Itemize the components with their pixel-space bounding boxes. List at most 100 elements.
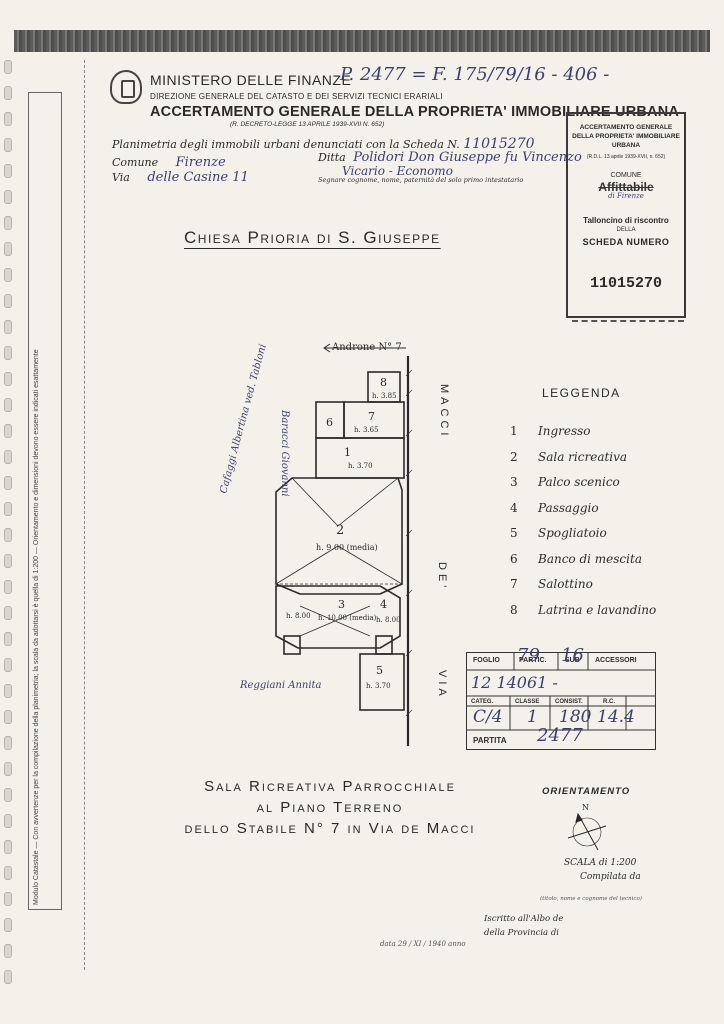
via-value: delle Casine 11 <box>147 170 249 185</box>
room-8-height: h. 3.85 <box>372 392 397 400</box>
stamp-categ-value: C/4 <box>473 707 503 727</box>
planimetria-label: Planimetria degli immobili urbani denunc… <box>112 138 460 151</box>
room-1-num: 1 <box>344 446 351 459</box>
via-label: Via <box>112 171 130 184</box>
planimetria-line: Planimetria degli immobili urbani denunc… <box>112 136 535 152</box>
stamp-rc-label: R.C. <box>603 699 615 705</box>
margin-line <box>84 60 85 970</box>
room-4-num: 4 <box>380 598 387 611</box>
room-7-height: h. 3.65 <box>354 426 379 434</box>
floor-plan-drawing: Androne N° 7 MACCI DE' VIA Baracci Giova… <box>220 342 450 746</box>
stamp-rc-value: 14.4 <box>597 707 635 727</box>
ticket-cut-line <box>572 320 684 322</box>
perforation-hole <box>4 320 12 334</box>
stamp-foglio-value: 79 <box>517 645 540 666</box>
perforation-hole <box>4 684 12 698</box>
room-2-height: h. 9.00 (media) <box>316 543 378 552</box>
room-7-num: 7 <box>368 410 375 423</box>
street-macci: MACCI <box>438 384 450 439</box>
perforation-hole <box>4 866 12 880</box>
side-instructions-strip: Modulo Catastale — Con avvertenze per la… <box>28 92 62 910</box>
handwritten-reference: P. 2477 = F. 175/79/16 - 406 - <box>340 64 610 85</box>
street-via: VIA <box>436 670 448 700</box>
north-label: N <box>582 803 589 812</box>
ticket-comune-label: COMUNE <box>610 172 642 179</box>
neighbor-top: Baracci Giovanni <box>279 409 290 497</box>
stamp-partita-value: 2477 <box>537 725 583 746</box>
decree-reference: (R. DECRETO-LEGGE 13 APRILE 1939-XVII N.… <box>230 121 385 128</box>
ticket-scheda-label: SCHEDA NUMERO <box>582 237 670 247</box>
document-title: ACCERTAMENTO GENERALE DELLA PROPRIETA' I… <box>150 104 680 120</box>
catasto-stamp: FOGLIO PARTIC. SUB ACCESSORI 79 16 12 14… <box>465 645 656 750</box>
perforation-hole <box>4 658 12 672</box>
room-3-height: h. 10.00 (media) <box>318 614 377 622</box>
room-3-num: 3 <box>338 598 345 611</box>
perforation-hole <box>4 164 12 178</box>
room-5-height: h. 3.70 <box>366 682 391 690</box>
stamp-foglio-label: FOGLIO <box>473 657 500 664</box>
room-2-num: 2 <box>336 523 344 538</box>
perforation-hole <box>4 632 12 646</box>
perforation-hole <box>4 762 12 776</box>
caption-line-3: dello Stabile N° 7 in Via de Macci <box>184 820 476 837</box>
albo-note: Iscritto all'Albo de della Provincia di <box>484 912 563 940</box>
ticket-decree: (R.D.L. 13 aprile 1939-XVII, n. 652) <box>586 154 666 160</box>
stamp-grid <box>465 651 656 730</box>
comune-value: Firenze <box>175 155 226 170</box>
stamp-partita-label: PARTITA <box>473 736 507 745</box>
comune-field: Comune Firenze <box>112 155 226 170</box>
right-wing-height: h. 8.00 <box>376 616 401 624</box>
caption-line-2: al Piano Terreno <box>256 799 404 816</box>
perforation-hole <box>4 970 12 984</box>
perforation-hole <box>4 944 12 958</box>
perforation-hole <box>4 918 12 932</box>
perforation-hole <box>4 216 12 230</box>
floor-plan: Androne N° 7 MACCI DE' VIA Baracci Giova… <box>220 336 470 746</box>
stamp-categ-label: CATEG. <box>471 699 494 705</box>
stamp-classe-label: CLASSE <box>515 699 540 705</box>
stamp-partic-value: 16 <box>561 645 584 666</box>
neighbor-left: Cafaggi Albertina ved. Tabloni <box>220 343 269 495</box>
plan-caption: Sala Ricreativa Parrocchiale al Piano Te… <box>140 776 520 839</box>
perforation-hole <box>4 86 12 100</box>
perforation-hole <box>4 242 12 256</box>
perforation-hole <box>4 60 12 74</box>
ditta-value-role: Vicario - Economo <box>342 164 453 178</box>
ticket-comune-handwritten: di Firenze <box>608 192 644 200</box>
ticket-talloncino: Talloncino di riscontro <box>583 216 669 225</box>
albo-line-1: Iscritto all'Albo de <box>484 914 564 924</box>
signer-note: (titolo, nome e cognome del tecnico) <box>540 896 642 902</box>
directorate-name: DIREZIONE GENERALE DEL CATASTO E DEI SER… <box>150 92 443 101</box>
compiled-by-label: Compilata da <box>580 872 641 882</box>
perforation-hole <box>4 814 12 828</box>
perforation-hole <box>4 788 12 802</box>
side-instructions-text: Modulo Catastale — Con avvertenze per la… <box>33 349 40 905</box>
perforation-hole <box>4 606 12 620</box>
perforation-hole <box>4 398 12 412</box>
ministry-name: MINISTERO DELLE FINANZE <box>150 72 352 88</box>
ticket-comune-struck: Affittabile <box>598 180 654 194</box>
stamp-consist-label: CONSIST. <box>555 699 583 705</box>
perforation-hole <box>4 840 12 854</box>
room-5-num: 5 <box>376 664 383 677</box>
perforation-hole <box>4 346 12 360</box>
perforation-hole <box>4 476 12 490</box>
state-emblem-icon <box>110 70 142 104</box>
street-de: DE' <box>436 562 448 591</box>
stamp-row2-value: 12 14061 - <box>471 673 558 692</box>
ticket-heading: ACCERTAMENTO GENERALE DELLA PROPRIETA' I… <box>572 124 680 149</box>
ditta-label: Ditta <box>318 151 346 164</box>
perforation-hole <box>4 580 12 594</box>
scale-label: SCALA di 1:200 <box>564 858 637 868</box>
ditta-value: Polidori Don Giuseppe fu Vincenzo <box>353 150 582 165</box>
left-wing-height: h. 8.00 <box>286 612 311 620</box>
perforation-hole <box>4 554 12 568</box>
owner-note: Segnare cognome, nome, paternità del sol… <box>318 176 524 184</box>
perforation-hole <box>4 190 12 204</box>
